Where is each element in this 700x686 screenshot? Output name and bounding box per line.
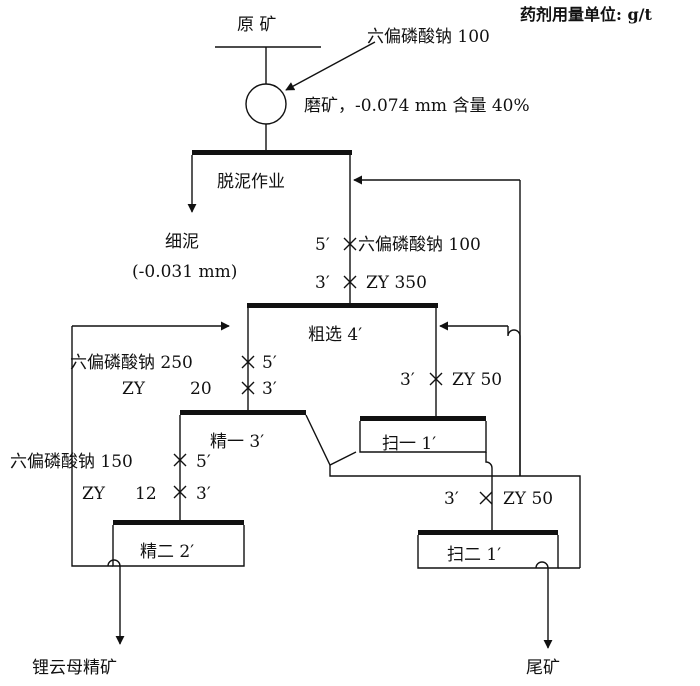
scavenger1-box-side: [359, 421, 487, 453]
cleaner2-bar: [113, 520, 244, 525]
rougher-label: 粗选 4′: [308, 325, 362, 345]
scavenger2-return-line: [520, 475, 581, 568]
concentrate-hook: [107, 559, 121, 567]
slime-size-label: (-0.031 mm): [132, 262, 237, 282]
scavenger1-bar: [360, 416, 486, 421]
grinding-reagent: 六偏磷酸钠 100: [367, 27, 490, 47]
return-to-rougher-line: [507, 326, 521, 476]
scavenger1-reagent: ZY 50: [452, 370, 502, 390]
cleaner1-cross-a: [241, 355, 255, 369]
feed-time-cross-a: [343, 237, 357, 251]
cleaner1-reagent-b-dose: 20: [190, 379, 212, 399]
grinding-reagent-arrow: [285, 41, 376, 91]
cleaner1-label: 精一 3′: [210, 432, 264, 452]
cleaner1-time-a: 5′: [262, 353, 277, 373]
cleaner1-tail-path: [305, 414, 357, 466]
grinding-label: 磨矿，-0.074 mm 含量 40%: [304, 96, 530, 116]
feed-reagent-b: ZY 350: [366, 273, 427, 293]
cleaner1-time-b: 3′: [262, 379, 277, 399]
feed-time-b: 3′: [315, 273, 330, 293]
cleaner2-time-a: 5′: [196, 452, 211, 472]
cleaner2-reagent-b-dose: 12: [135, 484, 157, 504]
desliming-label: 脱泥作业: [217, 172, 285, 192]
desliming-bar: [192, 150, 352, 155]
rougher-bar: [247, 303, 438, 308]
slime-label: 细泥: [165, 232, 199, 252]
cleaner2-reagent-b-name: ZY: [82, 484, 106, 504]
concentrate-label: 锂云母精矿: [32, 658, 117, 678]
feed-reagent-a: 六偏磷酸钠 100: [358, 235, 481, 255]
cleaner2-cross-b: [173, 485, 187, 499]
cleaner1-reagent-b-name: ZY: [122, 379, 146, 399]
scavenger2-box-side: [417, 535, 559, 569]
feed-time-a: 5′: [315, 235, 330, 255]
tailings-hook: [535, 561, 549, 569]
scavenger2-time: 3′: [444, 489, 459, 509]
tailings-label: 尾矿: [526, 658, 560, 678]
cleaner2-return-line: [71, 326, 113, 567]
scavenger2-reagent: ZY 50: [503, 489, 553, 509]
scavenger2-label: 扫二 1′: [447, 545, 501, 565]
scavenger1-time: 3′: [400, 370, 415, 390]
cleaner2-box-side: [112, 525, 245, 567]
cleaner1-reagent-a: 六偏磷酸钠 250: [70, 353, 193, 373]
cleaner2-cross-a: [173, 453, 187, 467]
cleaner1-cross-b: [241, 381, 255, 395]
scavenger2-bar: [418, 530, 558, 535]
scavenger1-tail-line: [485, 452, 493, 530]
scavenger2-cross: [479, 491, 493, 505]
scavenger1-return-bus: [329, 465, 520, 477]
cleaner1-bar: [180, 410, 306, 415]
scavenger1-cross: [429, 372, 443, 386]
scavenger1-label: 扫一 1′: [382, 434, 436, 454]
cleaner2-time-b: 3′: [196, 484, 211, 504]
grinding-mill-circle: [245, 83, 287, 125]
unit-note: 药剂用量单位: g/t: [520, 5, 653, 24]
cleaner2-label: 精二 2′: [140, 542, 194, 562]
feed-time-cross-b: [343, 275, 357, 289]
ore-label: 原 矿: [237, 15, 276, 35]
